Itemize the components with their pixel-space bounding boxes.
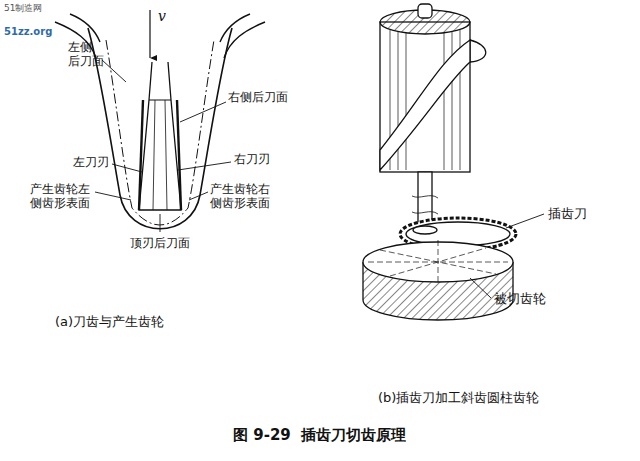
figure-caption: 图 9-29 插齿刀切齿原理 [233,426,406,444]
part-label: 产生齿轮右 侧齿形表面 [210,182,271,211]
part-label: 被切齿轮 [494,291,546,307]
part-label: 左侧 后刀面 [68,40,105,69]
velocity-symbol: v [158,8,166,25]
watermark: 51制造网 [4,3,42,14]
subfigure-caption: (b)插齿刀加工斜齿圆柱齿轮 [378,390,539,406]
part-label: 插齿刀 [548,206,587,222]
watermark: 51zz.org [4,26,52,38]
shaper-figure [363,4,544,320]
subfigure-caption: (a)刀齿与产生齿轮 [55,314,164,330]
part-label: 产生齿轮左 侧齿形表面 [30,182,91,211]
part-label: 左刀刃 [73,155,109,169]
part-label: 右侧后刀面 [228,90,288,104]
part-label: 右刀刃 [234,152,270,166]
part-label: 顶刃后刀面 [130,236,190,250]
